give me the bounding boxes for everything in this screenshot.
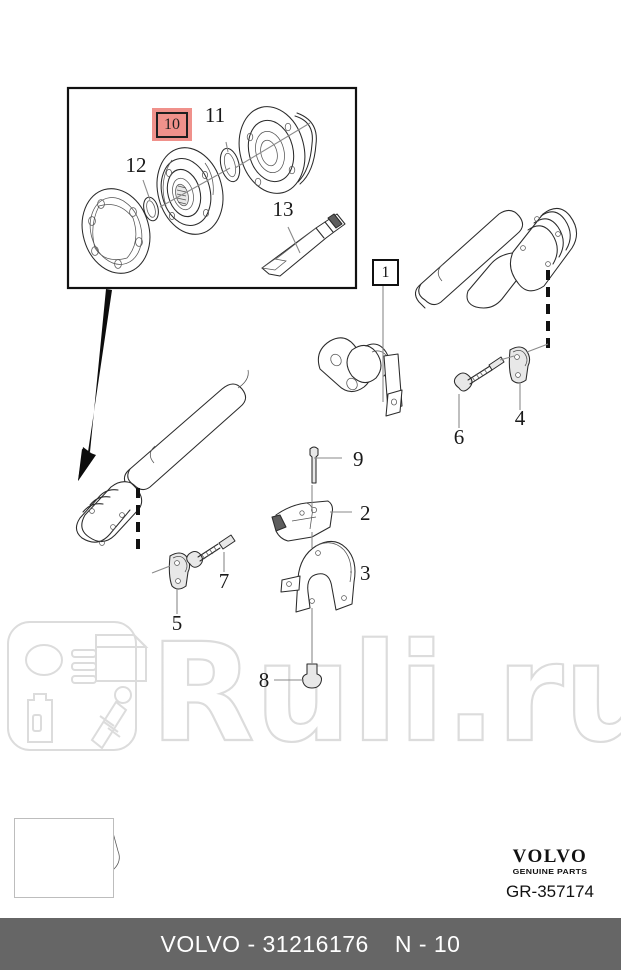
- part-bolt-7: [186, 534, 236, 572]
- part-bracket-3: [280, 540, 356, 613]
- callout-3: 3: [360, 561, 371, 585]
- zoom-pointer-arrow: [78, 289, 112, 481]
- part-bolt-6: [453, 355, 515, 392]
- leader-11: [225, 141, 229, 153]
- callout-7: 7: [219, 569, 230, 593]
- callout-stems: [176, 382, 521, 614]
- propshaft-front-flange: [75, 481, 143, 546]
- inset-flange-plate: [81, 188, 151, 274]
- watermark-parts-icon: [7, 621, 149, 751]
- inset-circlip-12: [143, 196, 159, 222]
- part-clamp-plate-5: [151, 552, 191, 590]
- callout-4: 4: [515, 406, 526, 430]
- part-bolt-9: [309, 446, 342, 484]
- footer-part-label: VOLVO - 31216176: [160, 930, 369, 957]
- callout-6: 6: [454, 425, 465, 449]
- leader-inset-axis: [159, 167, 231, 208]
- leader-13: [287, 226, 301, 254]
- inset-leaders: [142, 122, 311, 254]
- part-bolt-8: [274, 663, 323, 689]
- leader-12: [142, 179, 151, 201]
- part-bracket-2: [271, 500, 352, 542]
- inset-hub-flange: [238, 106, 317, 194]
- drawing-reference: GR-357174: [506, 882, 594, 901]
- footer-section-label: N - 10: [394, 930, 461, 957]
- assembly-badge-1[interactable]: 1: [372, 259, 399, 286]
- watermark-text: Ruli.ru: [150, 615, 621, 773]
- propshaft-rear-flange: [466, 207, 578, 309]
- inset-centre-bearing-10: [156, 147, 224, 235]
- leader-11-hub: [234, 122, 311, 169]
- callout-12: 12: [126, 153, 147, 177]
- callout-8: 8: [259, 668, 270, 692]
- part-clamp-plate-4: [508, 343, 549, 384]
- highlight-badge-10[interactable]: 10: [152, 108, 192, 141]
- vehicle-thumbnail[interactable]: [14, 818, 114, 898]
- dashed-connectors: [136, 270, 550, 556]
- callout-9: 9: [353, 447, 364, 471]
- propshaft-universal-joint: [317, 337, 403, 417]
- brand-wordmark: VOLVO: [512, 846, 588, 867]
- brand-subtitle: GENUINE PARTS: [512, 867, 588, 876]
- callout-13: 13: [273, 197, 294, 221]
- brand-block: VOLVO GENUINE PARTS GR-357174: [491, 847, 609, 902]
- highlight-badge-10-label: 10: [156, 111, 188, 138]
- callout-2: 2: [360, 501, 371, 525]
- propshaft-rear-tube: [414, 209, 524, 309]
- callout-5: 5: [172, 611, 183, 635]
- propshaft-front-tube: [123, 369, 249, 494]
- watermark-group: Ruli.ru: [7, 614, 621, 774]
- callout-numbers: 11 12 13 2 3 4 5 6 7 8 9: [126, 103, 526, 692]
- inset-seal-ring-11: [219, 147, 241, 183]
- callout-11: 11: [205, 103, 225, 127]
- footer-bar: VOLVO - 31216176 N - 10: [0, 918, 621, 970]
